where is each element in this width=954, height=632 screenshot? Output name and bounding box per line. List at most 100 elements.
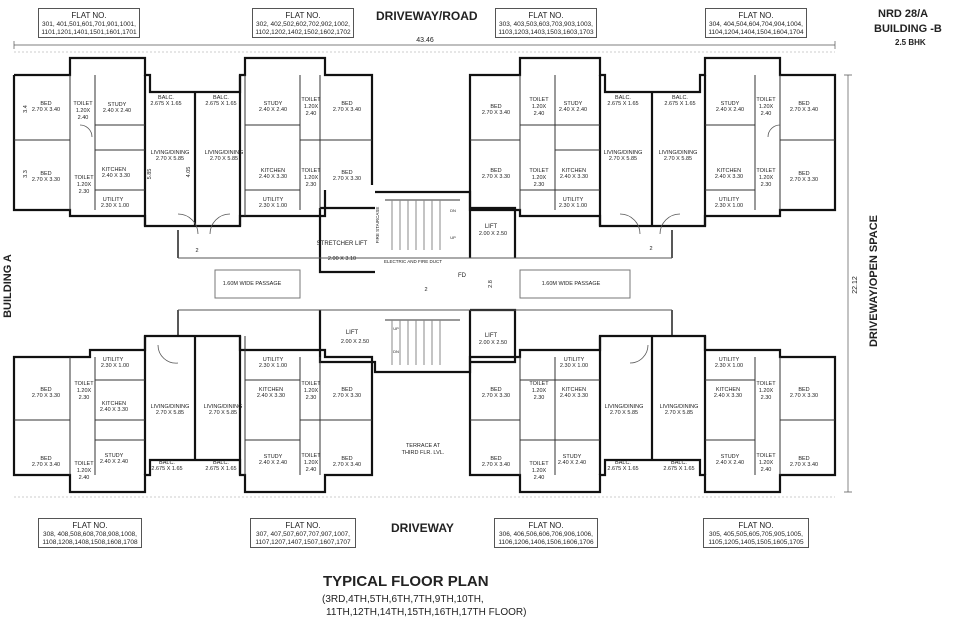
room-study-dim: 2.40 X 2.40 <box>99 458 129 465</box>
stair-up-bottom: UP <box>393 325 399 331</box>
room-bed-label: BED <box>40 455 52 462</box>
dim-2-core: 2 <box>424 286 428 293</box>
room-toilet-dim: 2.30 <box>78 188 90 195</box>
room-kitchen-dim: 2.40 X 3.30 <box>258 173 288 180</box>
flat-box-head: FLAT NO. <box>285 11 321 20</box>
flat-box-line: 1101,1201,1401,1501,1601,1701 <box>41 29 137 36</box>
flat-box-line: 301, 401,501,601,701,901,1001, <box>42 21 136 28</box>
room-toilet-dim: 2.30 <box>305 181 317 188</box>
room-bed-dim: 2.70 X 3.30 <box>31 392 61 399</box>
room-toilet-dim: 2.30 <box>760 181 772 188</box>
room-toilet-label: TOILET <box>301 167 321 174</box>
room-toilet-dim: 2.40 <box>760 110 772 117</box>
room-utility-label: UTILITY <box>262 196 284 203</box>
room-balc-label: BALC. <box>672 94 688 101</box>
room-balc-label: BALC. <box>158 94 174 101</box>
room-study-label: STUDY <box>263 100 283 107</box>
plan-title: TYPICAL FLOOR PLAN <box>323 573 489 590</box>
room-bed-dim: 2.70 X 3.40 <box>31 106 61 113</box>
room-balc-dim: 2.675 X 1.65 <box>664 100 696 107</box>
building-walls <box>12 56 837 494</box>
room-bed-label: BED <box>341 100 353 107</box>
room-kitchen-dim: 2.40 X 3.30 <box>101 172 131 179</box>
room-bed-dim: 2.70 X 3.30 <box>332 392 362 399</box>
room-kitchen-dim: 2.40 X 3.30 <box>99 406 129 413</box>
road-bottom-label: DRIVEWAY <box>391 521 454 535</box>
room-toilet-label: TOILET <box>301 452 321 459</box>
room-toilet-label: TOILET <box>73 100 93 107</box>
terrace-line1: TERRACE AT <box>405 442 441 449</box>
passage-left-label: 1.60M WIDE PASSAGE <box>222 280 282 287</box>
room-toilet-dim: 2.40 <box>77 114 89 121</box>
room-toilet-dim: 2.30 <box>533 181 545 188</box>
room-bed-dim: 2.70 X 3.30 <box>789 392 819 399</box>
room-study-label: STUDY <box>263 453 283 460</box>
fire-staircase-label: FIRE STAIRCASE <box>374 206 380 244</box>
room-balc-label: BALC. <box>615 459 631 466</box>
room-living-label: LIVING/DINING <box>150 403 190 410</box>
room-toilet-dim: 2.30 <box>305 394 317 401</box>
flat-box-306: FLAT NO. 306, 406,506,606,706,906,1006, … <box>494 518 598 548</box>
title-block-line2: BUILDING -B <box>874 23 942 35</box>
room-utility-dim: 2.30 X 1.00 <box>714 202 744 209</box>
flat-box-307: FLAT NO. 307, 407,507,607,707,907,1007, … <box>250 518 356 548</box>
flat-box-head: FLAT NO. <box>528 521 564 530</box>
room-toilet-label: TOILET <box>301 380 321 387</box>
room-utility-label: UTILITY <box>102 356 124 363</box>
room-study-dim: 2.40 X 2.40 <box>557 459 587 466</box>
room-living-label: LIVING/DINING <box>203 403 243 410</box>
room-bed-dim: 2.70 X 3.40 <box>481 109 511 116</box>
flat-box-line: 1104,1204,1404,1504,1604,1704 <box>708 29 804 36</box>
flat-box-line: 304, 404,504,604,704,904,1004, <box>709 21 803 28</box>
room-bed-label: BED <box>490 386 502 393</box>
room-toilet-label: TOILET <box>529 380 549 387</box>
room-living-dim: 2.70 X 5.85 <box>209 155 239 162</box>
stair-dn-bottom: DN <box>393 348 399 354</box>
room-kitchen-label: KITCHEN <box>561 386 587 393</box>
room-kitchen-dim: 2.40 X 3.30 <box>559 392 589 399</box>
room-toilet-label: TOILET <box>756 167 776 174</box>
room-toilet-label: TOILET <box>756 452 776 459</box>
room-utility-dim: 2.30 X 1.00 <box>100 202 130 209</box>
room-toilet-label: TOILET <box>756 96 776 103</box>
room-kitchen-label: KITCHEN <box>101 400 127 407</box>
room-bed-dim: 2.70 X 3.30 <box>481 173 511 180</box>
room-toilet-label: TOILET <box>74 174 94 181</box>
room-living-dim: 2.70 X 5.85 <box>664 409 694 416</box>
stair-dn-top: DN <box>450 207 456 213</box>
room-balc-label: BALC. <box>671 459 687 466</box>
room-bed-dim: 2.70 X 3.30 <box>332 175 362 182</box>
room-kitchen-label: KITCHEN <box>258 386 284 393</box>
room-study-dim: 2.40 X 2.40 <box>558 106 588 113</box>
flat-box-302: FLAT NO. 302, 402,502,602,702,902,1002, … <box>252 8 354 38</box>
side-left-label: BUILDING A <box>1 254 14 318</box>
dim-33: 3.3 <box>22 170 29 178</box>
room-toilet-label: TOILET <box>529 460 549 467</box>
lift-top-label: LIFT <box>484 223 498 230</box>
stretcher-lift-label: STRETCHER LIFT <box>316 240 368 247</box>
room-toilet-dim: 2.30 <box>78 394 90 401</box>
room-balc-dim: 2.675 X 1.65 <box>150 100 182 107</box>
dim-585: 5.85 <box>146 168 153 180</box>
hatch-marks <box>14 51 835 498</box>
room-kitchen-dim: 2.40 X 3.30 <box>713 392 743 399</box>
room-living-dim: 2.70 X 5.85 <box>609 409 639 416</box>
room-balc-dim: 2.675 X 1.65 <box>205 100 237 107</box>
room-toilet-dim: 1.20X <box>76 387 92 394</box>
room-study-label: STUDY <box>563 100 583 107</box>
flat-box-line: 305, 405,505,605,705,905,1005, <box>709 531 803 538</box>
room-kitchen-label: KITCHEN <box>101 166 127 173</box>
room-toilet-label: TOILET <box>74 380 94 387</box>
room-toilet-dim: 1.20X <box>303 387 319 394</box>
dim-28: 2.8 <box>487 280 494 288</box>
lift-left-label: LIFT <box>345 329 359 336</box>
room-bed-dim: 2.70 X 3.40 <box>789 106 819 113</box>
room-bed-label: BED <box>798 455 810 462</box>
flat-box-line: 1107,1207,1407,1507,1607,1707 <box>255 539 351 546</box>
terrace-line2: THIRD FLR. LVL. <box>401 449 445 456</box>
room-living-label: LIVING/DINING <box>658 149 698 156</box>
flat-box-line: 306, 406,506,606,706,906,1006, <box>499 531 593 538</box>
room-toilet-dim: 1.20X <box>75 107 91 114</box>
room-utility-label: UTILITY <box>262 356 284 363</box>
title-block-line1: NRD 28/A <box>878 8 929 20</box>
